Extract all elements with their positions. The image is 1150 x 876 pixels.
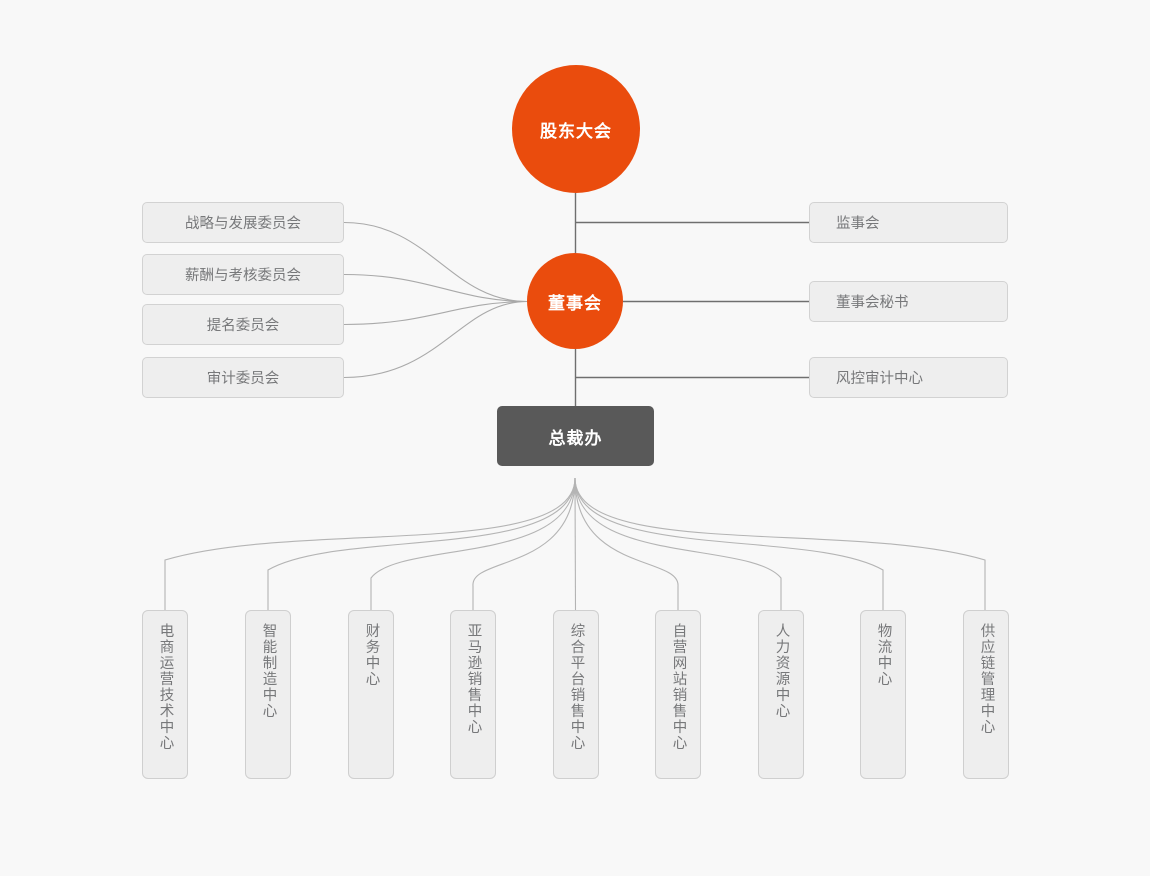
edge-department-4	[574, 477, 577, 611]
department-box-human-resources-center[interactable]: 人力资源中心	[758, 610, 804, 779]
unit-label: 董事会秘书	[836, 295, 909, 311]
unit-label: 风控审计中心	[836, 371, 923, 387]
node-board-of-directors[interactable]: 董事会	[527, 253, 623, 349]
unit-box-risk-control-audit-center[interactable]: 风控审计中心	[809, 357, 1008, 398]
edge-department-5	[574, 477, 679, 610]
unit-label: 监事会	[836, 216, 880, 232]
department-box-logistics-center[interactable]: 物流中心	[860, 610, 906, 779]
department-box-integrated-platform-sales-center[interactable]: 综合平台销售中心	[553, 610, 599, 779]
node-shareholders-meeting[interactable]: 股东大会	[512, 65, 640, 193]
committee-box-compensation-appraisal[interactable]: 薪酬与考核委员会	[142, 254, 344, 295]
committee-label: 审计委员会	[206, 371, 280, 387]
edge-department-0	[164, 477, 576, 610]
committee-box-nomination[interactable]: 提名委员会	[142, 304, 344, 345]
node-board-of-directors-label: 董事会	[548, 293, 602, 313]
department-label: 人力资源中心	[773, 623, 790, 719]
edge-committee-1	[343, 273, 528, 303]
node-shareholders-meeting-label: 股东大会	[540, 121, 612, 141]
department-box-owned-website-sales-center[interactable]: 自营网站销售中心	[655, 610, 701, 779]
department-box-ecommerce-ops-tech-center[interactable]: 电商运营技术中心	[142, 610, 188, 779]
node-president-office[interactable]: 总裁办	[497, 406, 654, 466]
edge-department-2	[370, 477, 576, 610]
department-label: 财务中心	[363, 623, 380, 687]
committee-label: 战略与发展委员会	[185, 216, 301, 232]
edge-committee-2	[343, 300, 528, 326]
edge-department-6	[574, 477, 782, 610]
department-label: 供应链管理中心	[978, 623, 995, 735]
edge-department-8	[574, 477, 986, 610]
edge-committee-3	[343, 300, 528, 379]
edge-department-1	[267, 477, 576, 610]
edge-department-7	[574, 477, 884, 610]
department-box-smart-manufacturing-center[interactable]: 智能制造中心	[245, 610, 291, 779]
committee-label: 提名委员会	[206, 318, 280, 334]
node-president-office-label: 总裁办	[548, 428, 603, 448]
unit-box-supervisory-board[interactable]: 监事会	[809, 202, 1008, 243]
department-box-amazon-sales-center[interactable]: 亚马逊销售中心	[450, 610, 496, 779]
unit-box-board-secretary[interactable]: 董事会秘书	[809, 281, 1008, 322]
edge-department-3	[472, 477, 576, 610]
department-label: 亚马逊销售中心	[465, 623, 482, 735]
department-box-finance-center[interactable]: 财务中心	[348, 610, 394, 779]
committee-box-audit[interactable]: 审计委员会	[142, 357, 344, 398]
department-label: 物流中心	[875, 623, 892, 687]
committee-box-strategy-development[interactable]: 战略与发展委员会	[142, 202, 344, 243]
department-label: 电商运营技术中心	[157, 623, 174, 751]
department-label: 综合平台销售中心	[568, 623, 585, 751]
committee-label: 薪酬与考核委员会	[185, 268, 301, 284]
department-label: 智能制造中心	[260, 623, 277, 719]
department-label: 自营网站销售中心	[670, 623, 687, 751]
department-box-supply-chain-management-center[interactable]: 供应链管理中心	[963, 610, 1009, 779]
edge-committee-0	[343, 221, 528, 303]
